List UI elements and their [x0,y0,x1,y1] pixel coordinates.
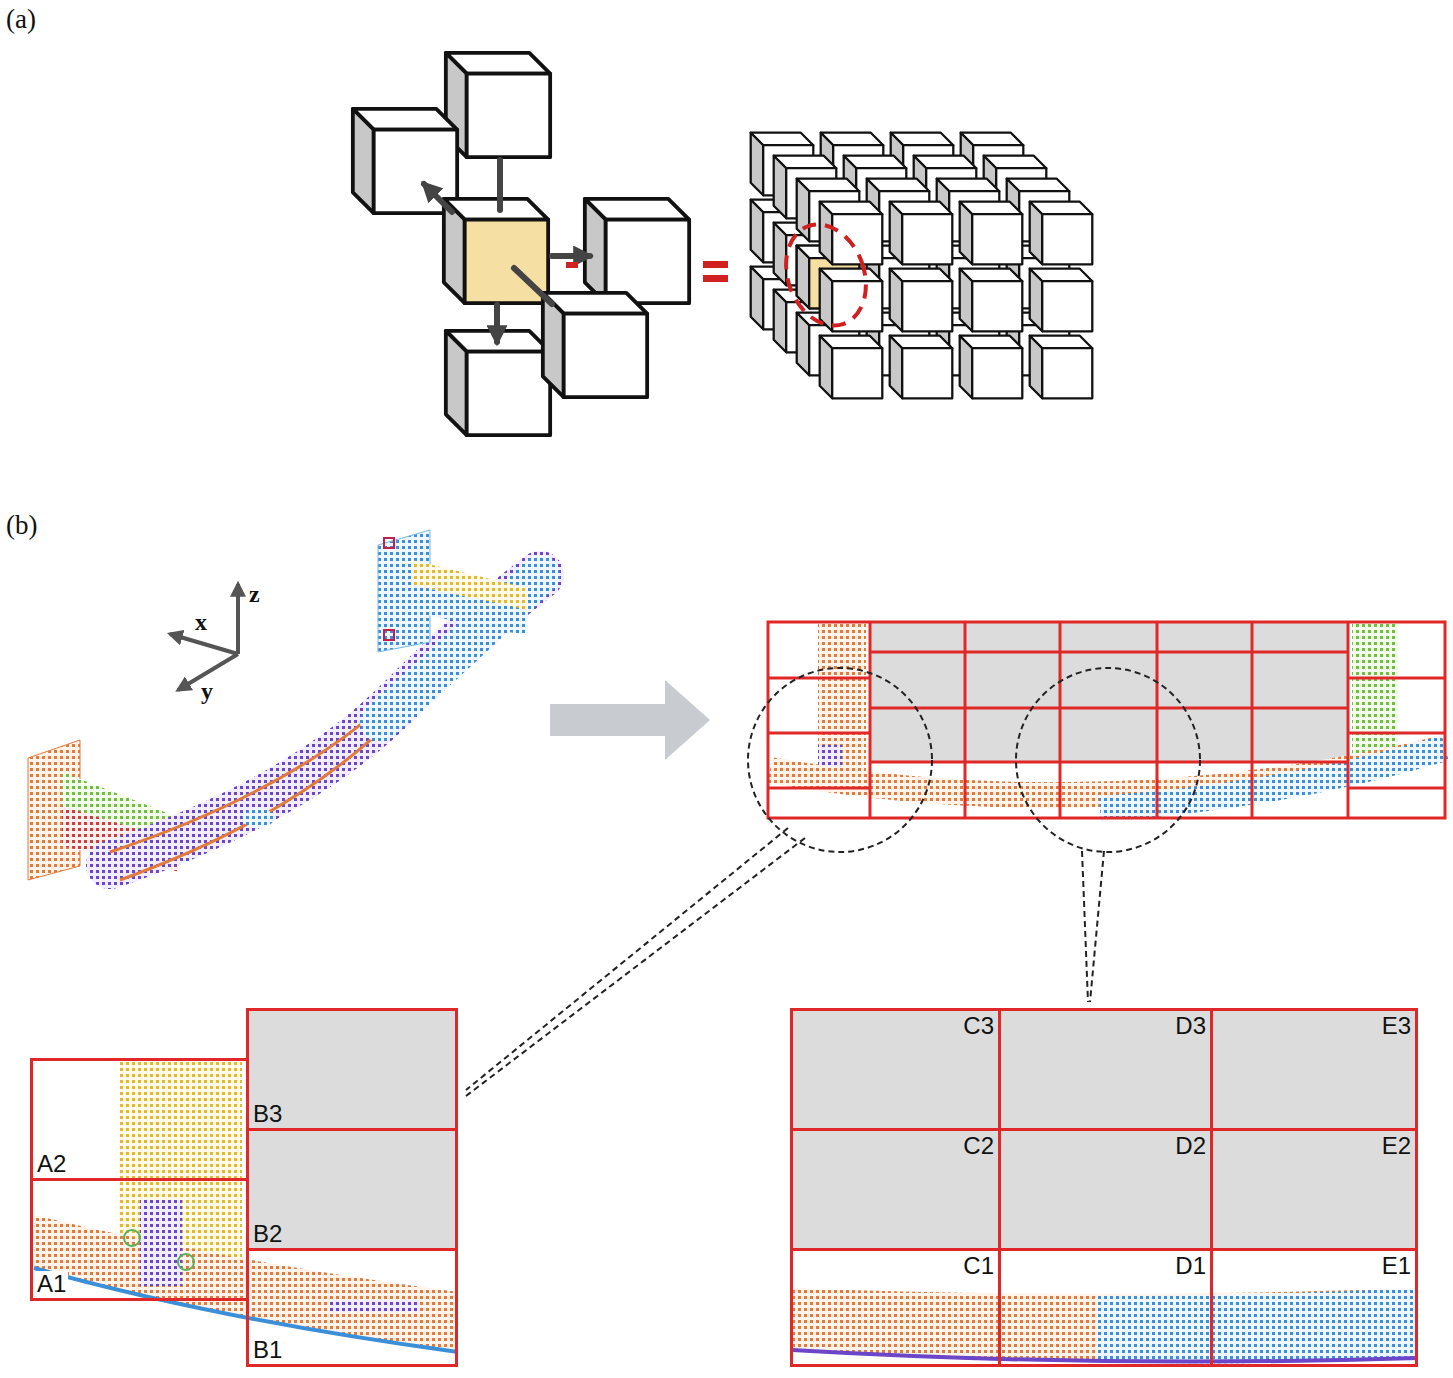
grid-cell: B3 [246,1008,458,1131]
panel-label: (b) [6,512,37,539]
cell-label: B2 [251,1221,284,1247]
axis-label: z [249,582,260,606]
grid-cell: E1 [1210,1248,1418,1367]
grid-cell: D2 [998,1128,1213,1251]
cell-label: D1 [1173,1253,1208,1279]
grid-cell: A2 [30,1058,249,1181]
cell-label: B3 [251,1101,284,1127]
cell-label: E1 [1380,1253,1413,1279]
cell-label: E3 [1380,1013,1413,1039]
grid-cell: D1 [998,1248,1213,1367]
cell-label: D2 [1173,1133,1208,1159]
grid-cell: C1 [790,1248,1001,1367]
axis-label: x [195,610,207,634]
cell-label: C1 [961,1253,996,1279]
cell-label: D3 [1173,1013,1208,1039]
axis-label: y [201,679,213,703]
grid-cell: B2 [246,1128,458,1251]
grid-cell: C2 [790,1128,1001,1251]
cell-label: B1 [251,1337,284,1363]
cell-label: C3 [961,1013,996,1039]
grid-cell: E2 [1210,1128,1418,1251]
grid-cell: D3 [998,1008,1213,1131]
panel-label: (a) [6,6,36,33]
cell-label: E2 [1380,1133,1413,1159]
cell-label: C2 [961,1133,996,1159]
grid-cell: E3 [1210,1008,1418,1131]
grid-cell: C3 [790,1008,1001,1131]
grid-cell: B1 [246,1248,458,1367]
cell-label: A2 [35,1151,68,1177]
grid-cell: A1 [30,1178,249,1301]
cell-label: A1 [35,1271,68,1297]
